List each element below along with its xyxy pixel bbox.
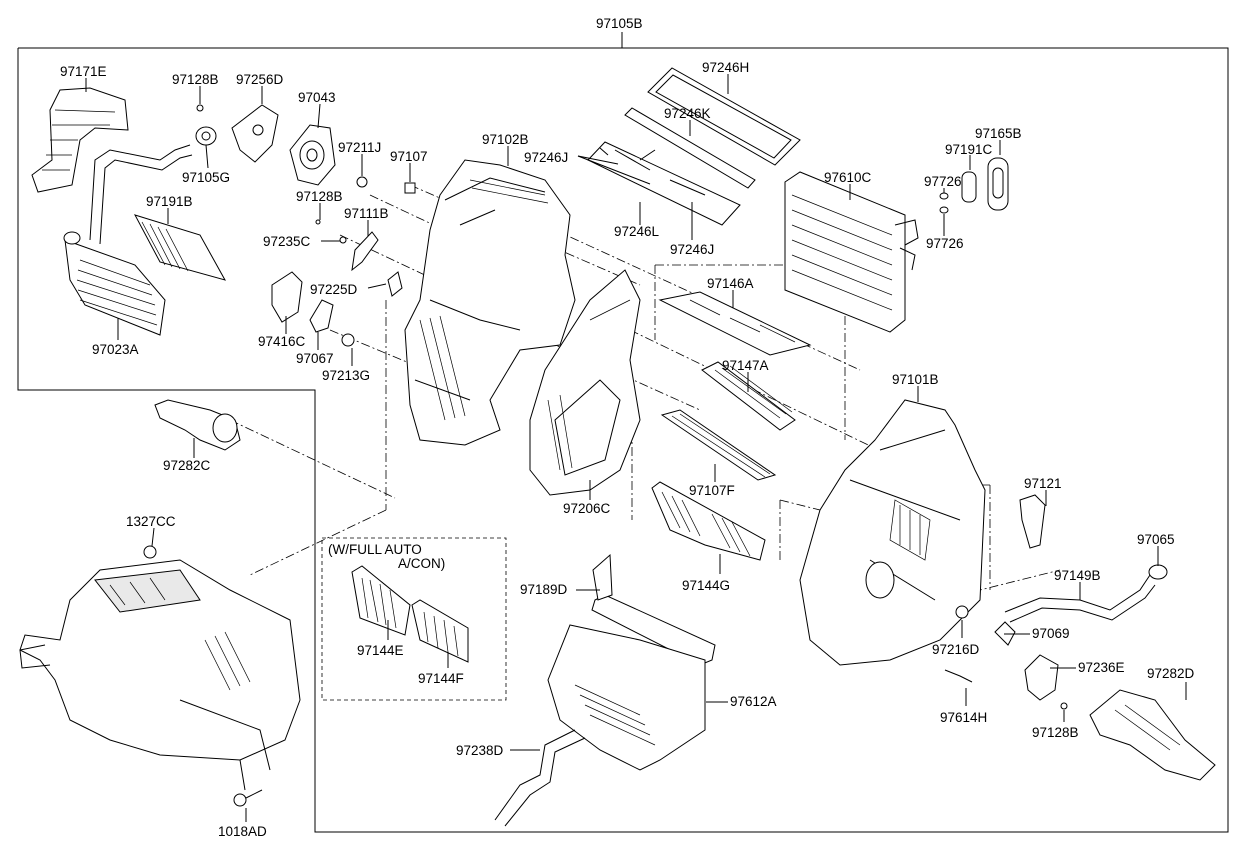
part-97101B-right-case [799, 399, 986, 666]
part-97147A-door [701, 361, 796, 431]
label-1327CC: 1327CC [126, 514, 176, 529]
part-97246K-seal [624, 107, 756, 189]
label-97189D: 97189D [520, 582, 568, 597]
part-97256D-actuator [231, 104, 279, 163]
label-97144E: 97144E [357, 643, 404, 658]
label-97256D: 97256D [236, 72, 284, 87]
label-97102B: 97102B [482, 132, 529, 147]
label-97101B: 97101B [892, 372, 939, 387]
label-97246L: 97246L [614, 224, 660, 239]
label-1018AD: 1018AD [218, 824, 267, 839]
part-97610C-evaporator [784, 171, 919, 333]
label-97614H: 97614H [940, 710, 987, 725]
part-97171E-duct [31, 87, 129, 193]
label-97023A: 97023A [92, 342, 139, 357]
part-97612A-lower-case [547, 624, 706, 771]
label-97069: 97069 [1032, 626, 1070, 641]
label-97107: 97107 [390, 149, 428, 164]
option-box [321, 537, 507, 701]
part-97189D-bracket [591, 553, 716, 666]
label-97282C: 97282C [163, 458, 211, 473]
part-97282D-duct [1089, 689, 1216, 781]
part-97238D-drain-hose [494, 729, 586, 827]
label-97612A: 97612A [730, 694, 777, 709]
leader-lines [85, 74, 1187, 822]
label-97211J: 97211J [338, 140, 381, 155]
label-97213G: 97213G [322, 368, 370, 383]
part-labels: 97105B 97171E 97128B 97256D 97043 97105G… [60, 16, 1195, 839]
label-97128B-3: 97128B [1032, 725, 1079, 740]
option-box-line2: A/CON) [398, 556, 445, 571]
option-box-line1: (W/FULL AUTO [328, 542, 422, 557]
label-97105G: 97105G [182, 170, 230, 185]
label-97238D: 97238D [456, 743, 504, 758]
part-97121-connector [1019, 494, 1046, 549]
label-97416C: 97416C [258, 334, 306, 349]
part-1327CC-nut [143, 545, 157, 559]
label-97236E: 97236E [1078, 660, 1125, 675]
label-97225D: 97225D [310, 282, 358, 297]
label-97610C: 97610C [824, 170, 872, 185]
label-97726-1: 97726 [924, 174, 962, 189]
part-97216D-97069-small-parts [944, 605, 1068, 710]
label-97206C: 97206C [563, 501, 611, 516]
label-97246J-2: 97246J [670, 242, 714, 257]
label-97147A: 97147A [722, 358, 769, 373]
part-97149B-hose [1004, 564, 1168, 623]
label-97246H: 97246H [702, 60, 749, 75]
part-97282C-duct [154, 399, 241, 451]
part-97191B-filter [133, 214, 227, 281]
label-97043: 97043 [298, 90, 336, 105]
label-97191B: 97191B [146, 194, 193, 209]
part-97067-link [309, 299, 334, 333]
label-97128B-2: 97128B [296, 189, 343, 204]
label-97105B: 97105B [596, 16, 643, 31]
label-97111B: 97111B [344, 206, 389, 221]
part-97246H-frame [647, 67, 801, 166]
part-hvac-unit-assembled [19, 559, 301, 791]
part-97105G-gasket [195, 126, 217, 146]
label-97191C: 97191C [945, 142, 993, 157]
label-97171E: 97171E [60, 64, 107, 79]
label-97107F: 97107F [689, 483, 735, 498]
part-97213G-bushing [341, 333, 355, 347]
label-97246K: 97246K [664, 106, 711, 121]
part-97246L-frame [587, 141, 741, 226]
part-97043-motor [289, 124, 336, 186]
label-97121: 97121 [1024, 476, 1062, 491]
part-97206C-middle-case [529, 269, 641, 496]
label-97216D: 97216D [932, 642, 980, 657]
part-97102B-left-case [404, 159, 576, 446]
part-97144E-door [351, 565, 411, 636]
label-97235C: 97235C [263, 234, 311, 249]
part-97165B-97191C-seals [939, 157, 1009, 214]
label-97726-2: 97726 [926, 236, 964, 251]
part-97107F-door [660, 409, 777, 481]
part-97023A-heater-core [63, 144, 193, 336]
label-97065: 97065 [1137, 532, 1175, 547]
label-97282D: 97282D [1147, 666, 1195, 681]
label-97144G: 97144G [682, 578, 730, 593]
label-97128B-1: 97128B [172, 72, 219, 87]
part-97144G-door [651, 481, 766, 561]
part-97144F-door [411, 599, 469, 663]
part-97128B-clip-1 [196, 104, 204, 112]
part-97146A-door [658, 291, 812, 356]
label-97067: 97067 [296, 351, 334, 366]
label-97146A: 97146A [707, 276, 754, 291]
label-97144F: 97144F [418, 671, 464, 686]
label-97149B: 97149B [1054, 568, 1101, 583]
assembly-boundary [17, 47, 1229, 833]
label-97246J-1: 97246J [524, 150, 568, 165]
part-1018AD-bolt [233, 789, 263, 807]
part-small-fasteners [315, 176, 416, 297]
label-97165B: 97165B [975, 126, 1022, 141]
part-97416C-actuator [271, 271, 303, 323]
